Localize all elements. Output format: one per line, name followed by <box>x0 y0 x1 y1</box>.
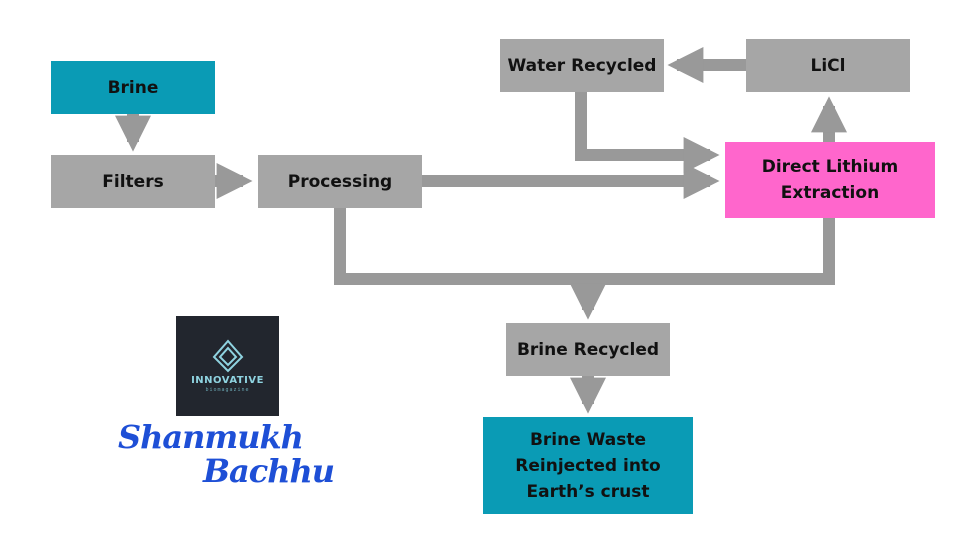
node-brine-recycled: Brine Recycled <box>506 323 670 376</box>
node-processing: Processing <box>258 155 422 208</box>
logo-tagline: biomagazine <box>205 387 250 393</box>
logo-name: INNOVATIVE <box>191 375 264 386</box>
node-direct-lithium-extraction: Direct Lithium Extraction <box>725 142 935 218</box>
node-brine: Brine <box>51 61 215 114</box>
node-licl: LiCl <box>746 39 910 92</box>
signature-last: Bachhu <box>203 452 335 490</box>
innovative-logo: INNOVATIVE biomagazine <box>176 316 279 416</box>
node-water-recycled: Water Recycled <box>500 39 664 92</box>
arrow-water-to-dle <box>575 92 720 173</box>
node-brine-waste: Brine Waste Reinjected into Earth’s crus… <box>483 417 693 514</box>
droplet-diamond-icon <box>212 339 243 373</box>
signature-first: Shanmukh <box>118 418 304 456</box>
node-filters: Filters <box>51 155 215 208</box>
line-processing-down <box>334 208 588 285</box>
line-dle-down <box>588 218 835 285</box>
